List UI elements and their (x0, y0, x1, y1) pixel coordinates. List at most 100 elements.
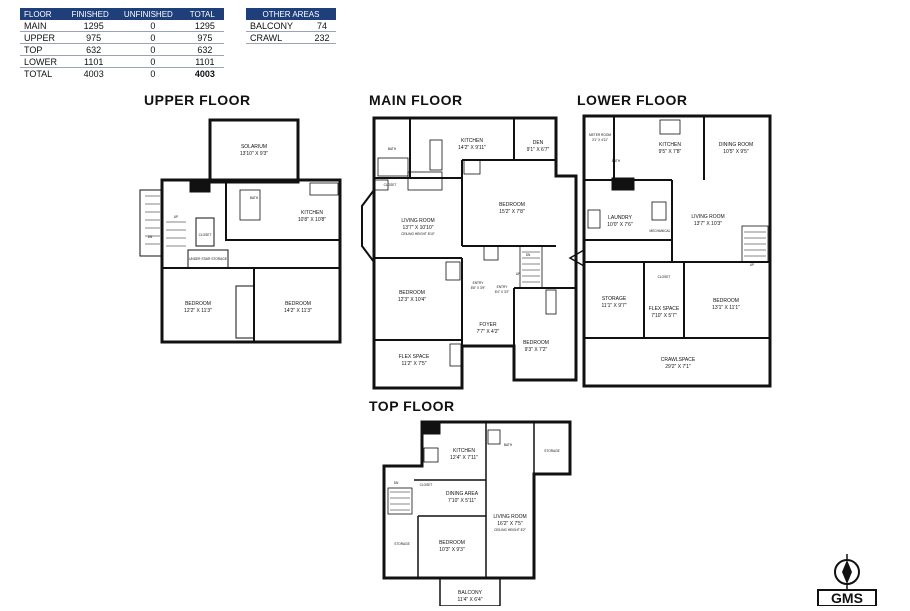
room-name: DINING ROOM (719, 142, 753, 148)
room-name: MECHANICAL (650, 229, 671, 233)
lower-floor-plan (568, 114, 772, 388)
room-dims: 11'4" X 6'4" (457, 597, 482, 603)
area-name-cell: CRAWL (246, 31, 308, 44)
room-name: CLOSET (384, 183, 397, 187)
upper-outer-wall (160, 178, 342, 344)
main-closet-4 (449, 343, 463, 367)
top-stair-treads (390, 491, 410, 511)
room-dims: 10'3" X 9'3" (439, 547, 465, 553)
room-name: ENTRY (473, 281, 485, 285)
room-dims: 14'2" X 11'3" (284, 308, 312, 314)
room-dims: 9'5" X 7'8" (659, 149, 682, 155)
upper-floor-labels: SOLARIUM 13'10" X 9'3" KITCHEN 10'8" X 1… (148, 144, 327, 314)
room-name: LIVING ROOM (493, 514, 526, 520)
room-name: BEDROOM (285, 301, 311, 307)
room-name: BEDROOM (439, 540, 465, 546)
total-cell: 1295 (185, 20, 224, 32)
stair-label: DN (148, 235, 153, 239)
other-areas-table: OTHER AREAS BALCONY 74 CRAWL 232 (246, 8, 336, 44)
total-cell: 632 (185, 43, 224, 56)
room-dims: 8'4" X 3'2" (495, 290, 509, 294)
table-total-row: TOTAL 4003 0 4003 (20, 68, 224, 80)
column-header: TOTAL (185, 8, 224, 20)
upper-stove (309, 182, 339, 196)
room-name: CLOSET (199, 233, 212, 237)
total-cell: 975 (185, 31, 224, 44)
top-outer-wall (382, 420, 572, 580)
top-chimney (421, 421, 441, 435)
room-name: KITCHEN (453, 448, 475, 454)
room-name: BATH (612, 159, 621, 163)
main-stair (519, 245, 543, 289)
finished-cell: 632 (67, 43, 120, 56)
room-name: LAUNDRY (608, 215, 632, 221)
room-dims: 7'7" X 4'2" (477, 329, 500, 335)
room-name: CLOSET (420, 483, 433, 487)
room-name: STORAGE (544, 449, 560, 453)
room-name: BEDROOM (713, 298, 739, 304)
room-dims: 11'1" X 9'7" (601, 303, 626, 309)
main-floor-labels: BATH KITCHEN 14'2" X 9'11" DEN 9'1" X 6'… (384, 138, 550, 367)
room-name: SOLARIUM (241, 144, 267, 150)
room-name: FLEX SPACE (649, 306, 680, 312)
room-dims: 7'10" X 5'11" (448, 498, 476, 504)
room-name: DINING AREA (446, 491, 479, 497)
main-closet (483, 245, 499, 261)
top-floor-plan (382, 420, 572, 606)
room-dims: 13'7" X 10'3" (694, 221, 722, 227)
stair-label: UP (174, 215, 178, 219)
unfinished-cell: 0 (150, 68, 156, 79)
room-name: BEDROOM (499, 202, 525, 208)
room-dims: 12'2" X 11'3" (184, 308, 212, 314)
top-sink (487, 429, 501, 445)
finished-cell: 1101 (67, 55, 120, 68)
room-dims: 8'8" X 3'9" (471, 286, 485, 290)
area-value-cell: 74 (308, 20, 336, 32)
room-name: KITCHEN (301, 210, 323, 216)
room-name: ENTRY (497, 285, 509, 289)
total-cell: 4003 (194, 68, 215, 79)
floor-cell: UPPER (20, 31, 68, 44)
main-stove (463, 159, 481, 175)
lower-floor-labels: METER ROOM 3'1" X 4'11" KITCHEN 9'5" X 7… (589, 133, 754, 370)
main-floor-title: MAIN FLOOR (369, 92, 463, 108)
lower-stove (659, 119, 681, 135)
room-dims: 10'0" X 7'6" (607, 222, 633, 228)
lower-stair (741, 225, 769, 263)
floor-cell: MAIN (20, 20, 68, 32)
room-name: FOYER (479, 322, 497, 328)
main-stair-treads (522, 251, 540, 283)
table-header-row: FLOOR FINISHED UNFINISHED TOTAL (20, 8, 224, 20)
room-name: BATH (388, 147, 397, 151)
room-dims: 12'3" X 10'4" (398, 297, 426, 303)
finished-cell: 4003 (83, 68, 104, 79)
unfinished-cell: 0 (119, 43, 186, 56)
floor-cell: TOP (20, 43, 68, 56)
upper-kitchen-wall (225, 179, 341, 241)
room-dims: 14'2" X 9'11" (458, 145, 486, 151)
top-stair (387, 487, 413, 515)
upper-floor-plan (139, 118, 342, 344)
room-name: LIVING ROOM (401, 218, 434, 224)
table-row: UPPER 975 0 975 (20, 31, 224, 44)
room-dims: 9'1" X 6'7" (527, 147, 550, 153)
upper-solarium-wall (208, 118, 300, 184)
lower-stair-treads (744, 231, 766, 257)
table-row: BALCONY 74 (246, 20, 336, 32)
table-row: MAIN 1295 0 1295 (20, 20, 224, 32)
lower-washer (587, 209, 601, 229)
top-stove (423, 447, 439, 463)
column-header: FINISHED (67, 8, 120, 20)
top-balcony-wall (439, 577, 501, 606)
stair-label: DN (394, 481, 399, 485)
top-floor-title: TOP FLOOR (369, 398, 455, 414)
room-name: STORAGE (394, 542, 410, 546)
area-value-cell: 232 (308, 31, 336, 44)
room-name: BEDROOM (523, 340, 549, 346)
column-header: UNFINISHED (119, 8, 186, 20)
unfinished-cell: 0 (119, 31, 186, 44)
room-dims: 9'3" X 7'2" (525, 347, 548, 353)
area-name-cell: BALCONY (246, 20, 308, 32)
main-closet-2 (445, 261, 461, 281)
room-name: BATH (504, 443, 513, 447)
